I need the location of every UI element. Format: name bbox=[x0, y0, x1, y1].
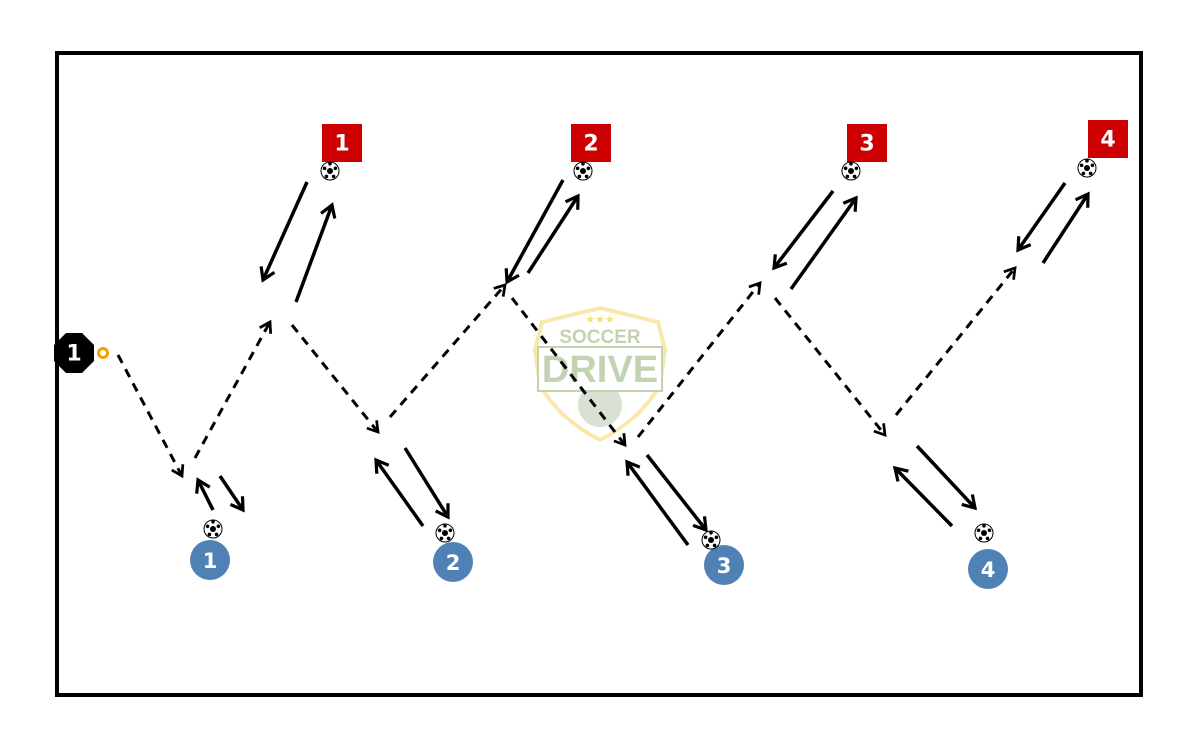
blue-player-label: 2 bbox=[446, 551, 461, 575]
pass-arrow bbox=[774, 189, 835, 268]
pass-arrow bbox=[1041, 194, 1088, 264]
pass-arrow bbox=[376, 460, 425, 528]
coach-player: 1 bbox=[54, 333, 109, 373]
dribble-arrow bbox=[388, 285, 505, 418]
pass-arrow bbox=[198, 480, 215, 511]
blue-player-marker bbox=[433, 542, 473, 582]
red-player: 3 bbox=[847, 124, 887, 162]
red-player: 1 bbox=[322, 124, 362, 162]
dribble-arrow bbox=[193, 322, 270, 459]
dribble-paths bbox=[116, 268, 1015, 476]
red-player-marker bbox=[571, 124, 611, 162]
soccer-ball-icon bbox=[435, 523, 455, 543]
pass-arrow bbox=[507, 179, 565, 282]
red-player-label: 1 bbox=[334, 132, 349, 157]
blue-player-marker bbox=[190, 540, 230, 580]
soccer-drive-logo: ★★★ SOCCER DRIVE bbox=[532, 305, 668, 443]
red-player-marker bbox=[322, 124, 362, 162]
coach-label: 1 bbox=[66, 342, 81, 367]
dribble-arrow bbox=[116, 354, 182, 476]
blue-player: 4 bbox=[968, 549, 1008, 589]
pass-arrows bbox=[198, 179, 1088, 547]
pass-arrow bbox=[294, 205, 332, 303]
pass-arrow bbox=[789, 198, 856, 291]
dribble-arrow bbox=[636, 283, 760, 438]
soccer-ball-icon bbox=[974, 523, 994, 543]
red-player-label: 3 bbox=[859, 132, 874, 157]
red-player: 2 bbox=[571, 124, 611, 162]
soccer-ball-icon bbox=[701, 530, 721, 550]
red-player-marker bbox=[1088, 120, 1128, 158]
soccer-ball-icon bbox=[320, 161, 340, 181]
logo-text-soccer: SOCCER bbox=[559, 327, 641, 348]
pass-arrow bbox=[915, 444, 975, 508]
blue-player-label: 4 bbox=[981, 558, 996, 582]
svg-text:★★★: ★★★ bbox=[585, 314, 615, 326]
cone-icon bbox=[97, 347, 109, 359]
blue-player-label: 3 bbox=[717, 554, 732, 578]
red-player-label: 2 bbox=[583, 132, 598, 157]
pass-arrow bbox=[895, 468, 954, 528]
logo-text-drive: DRIVE bbox=[542, 349, 658, 391]
coach-octagon-icon bbox=[54, 333, 94, 373]
blue-player: 1 bbox=[190, 540, 230, 580]
pass-arrow bbox=[218, 475, 243, 510]
dribble-arrow bbox=[773, 297, 885, 435]
pass-arrow bbox=[263, 181, 309, 280]
blue-player-label: 1 bbox=[203, 549, 218, 573]
pass-arrow bbox=[1018, 181, 1067, 250]
red-player: 4 bbox=[1088, 120, 1128, 158]
red-player-marker bbox=[847, 124, 887, 162]
blue-player-marker bbox=[968, 549, 1008, 589]
blue-player: 3 bbox=[704, 545, 744, 585]
blue-player-marker bbox=[704, 545, 744, 585]
soccer-ball-icon bbox=[1077, 158, 1097, 178]
pass-arrow bbox=[645, 453, 706, 530]
soccer-ball-icon bbox=[203, 519, 223, 539]
blue-player: 2 bbox=[433, 542, 473, 582]
soccer-ball-icon bbox=[573, 161, 593, 181]
pass-arrow bbox=[403, 447, 448, 517]
dribble-arrow bbox=[290, 324, 378, 432]
pass-arrow bbox=[627, 462, 690, 547]
soccer-ball-icon bbox=[841, 161, 861, 181]
red-player-label: 4 bbox=[1100, 128, 1115, 153]
pass-arrow bbox=[526, 196, 578, 274]
